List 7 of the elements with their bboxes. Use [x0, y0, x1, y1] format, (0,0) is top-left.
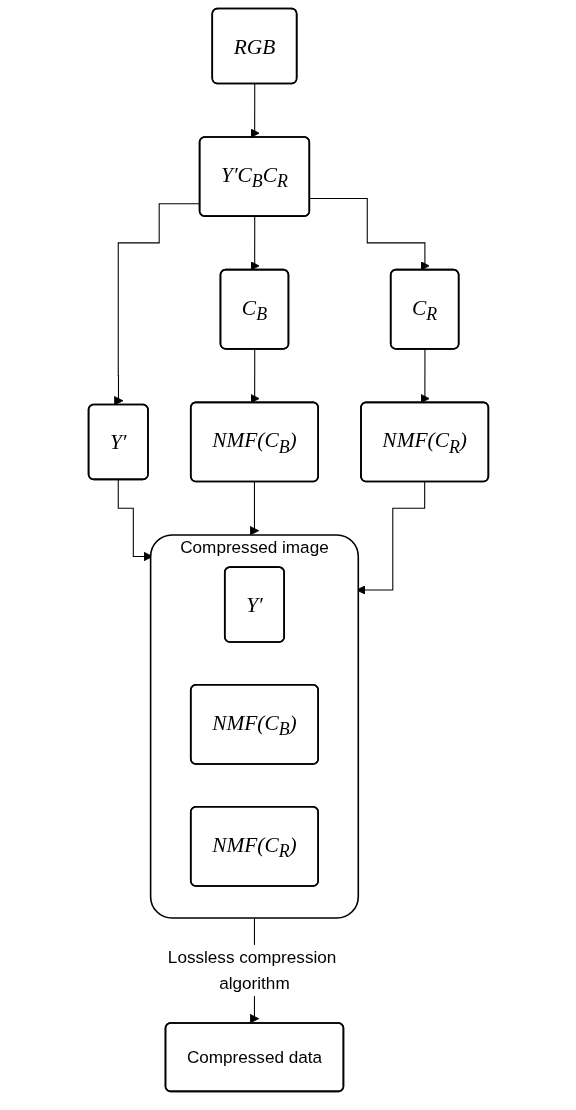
edge-label: Lossless compression algorithm	[167, 948, 336, 992]
arrow	[419, 348, 430, 404]
arrow	[249, 216, 260, 271]
arrow	[249, 348, 260, 404]
arrow	[308, 197, 430, 271]
arrow	[249, 83, 260, 138]
arrow	[249, 480, 259, 536]
